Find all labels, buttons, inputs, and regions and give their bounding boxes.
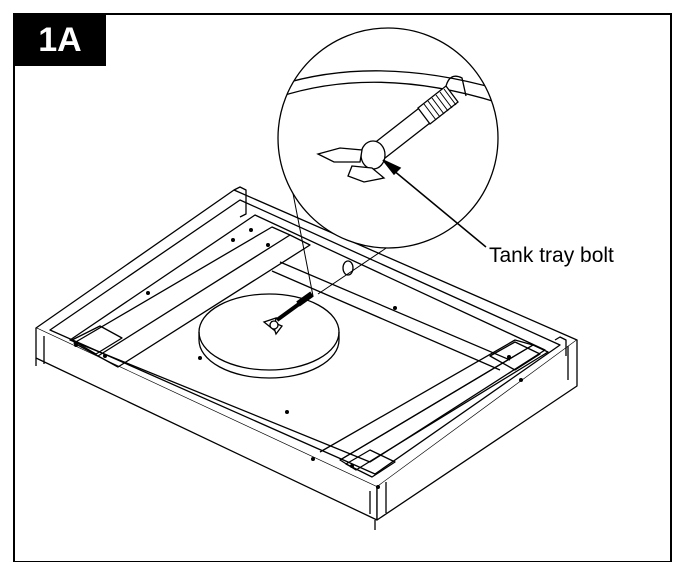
front-corner-plate [345,449,396,478]
right-corner-post [554,336,567,356]
wing-right [347,165,386,183]
right-rail-lower [319,339,534,461]
tray-holes [74,228,523,489]
center-channel [279,261,511,361]
bolt-recess [198,293,340,379]
right-corner-plate [489,341,541,371]
left-rail-lower [97,234,311,368]
side-hole [342,260,354,276]
step-badge: 1A [14,14,106,66]
callout-label: Tank tray bolt [489,244,614,267]
wing-left [316,147,363,163]
tray-rim-inner [49,199,561,475]
small-bolt [262,291,314,336]
center-channel-2 [271,270,501,371]
bolt-thread [417,85,459,125]
left-corner-plate [71,325,123,355]
callout-arrow [382,159,487,248]
tray-front-right-wall [376,340,578,521]
mag-rim-curve [278,81,498,111]
magnifier-detail [277,27,499,249]
outer-border [13,13,672,562]
back-corner-post [233,186,247,218]
enlarged-bolt [316,85,459,183]
